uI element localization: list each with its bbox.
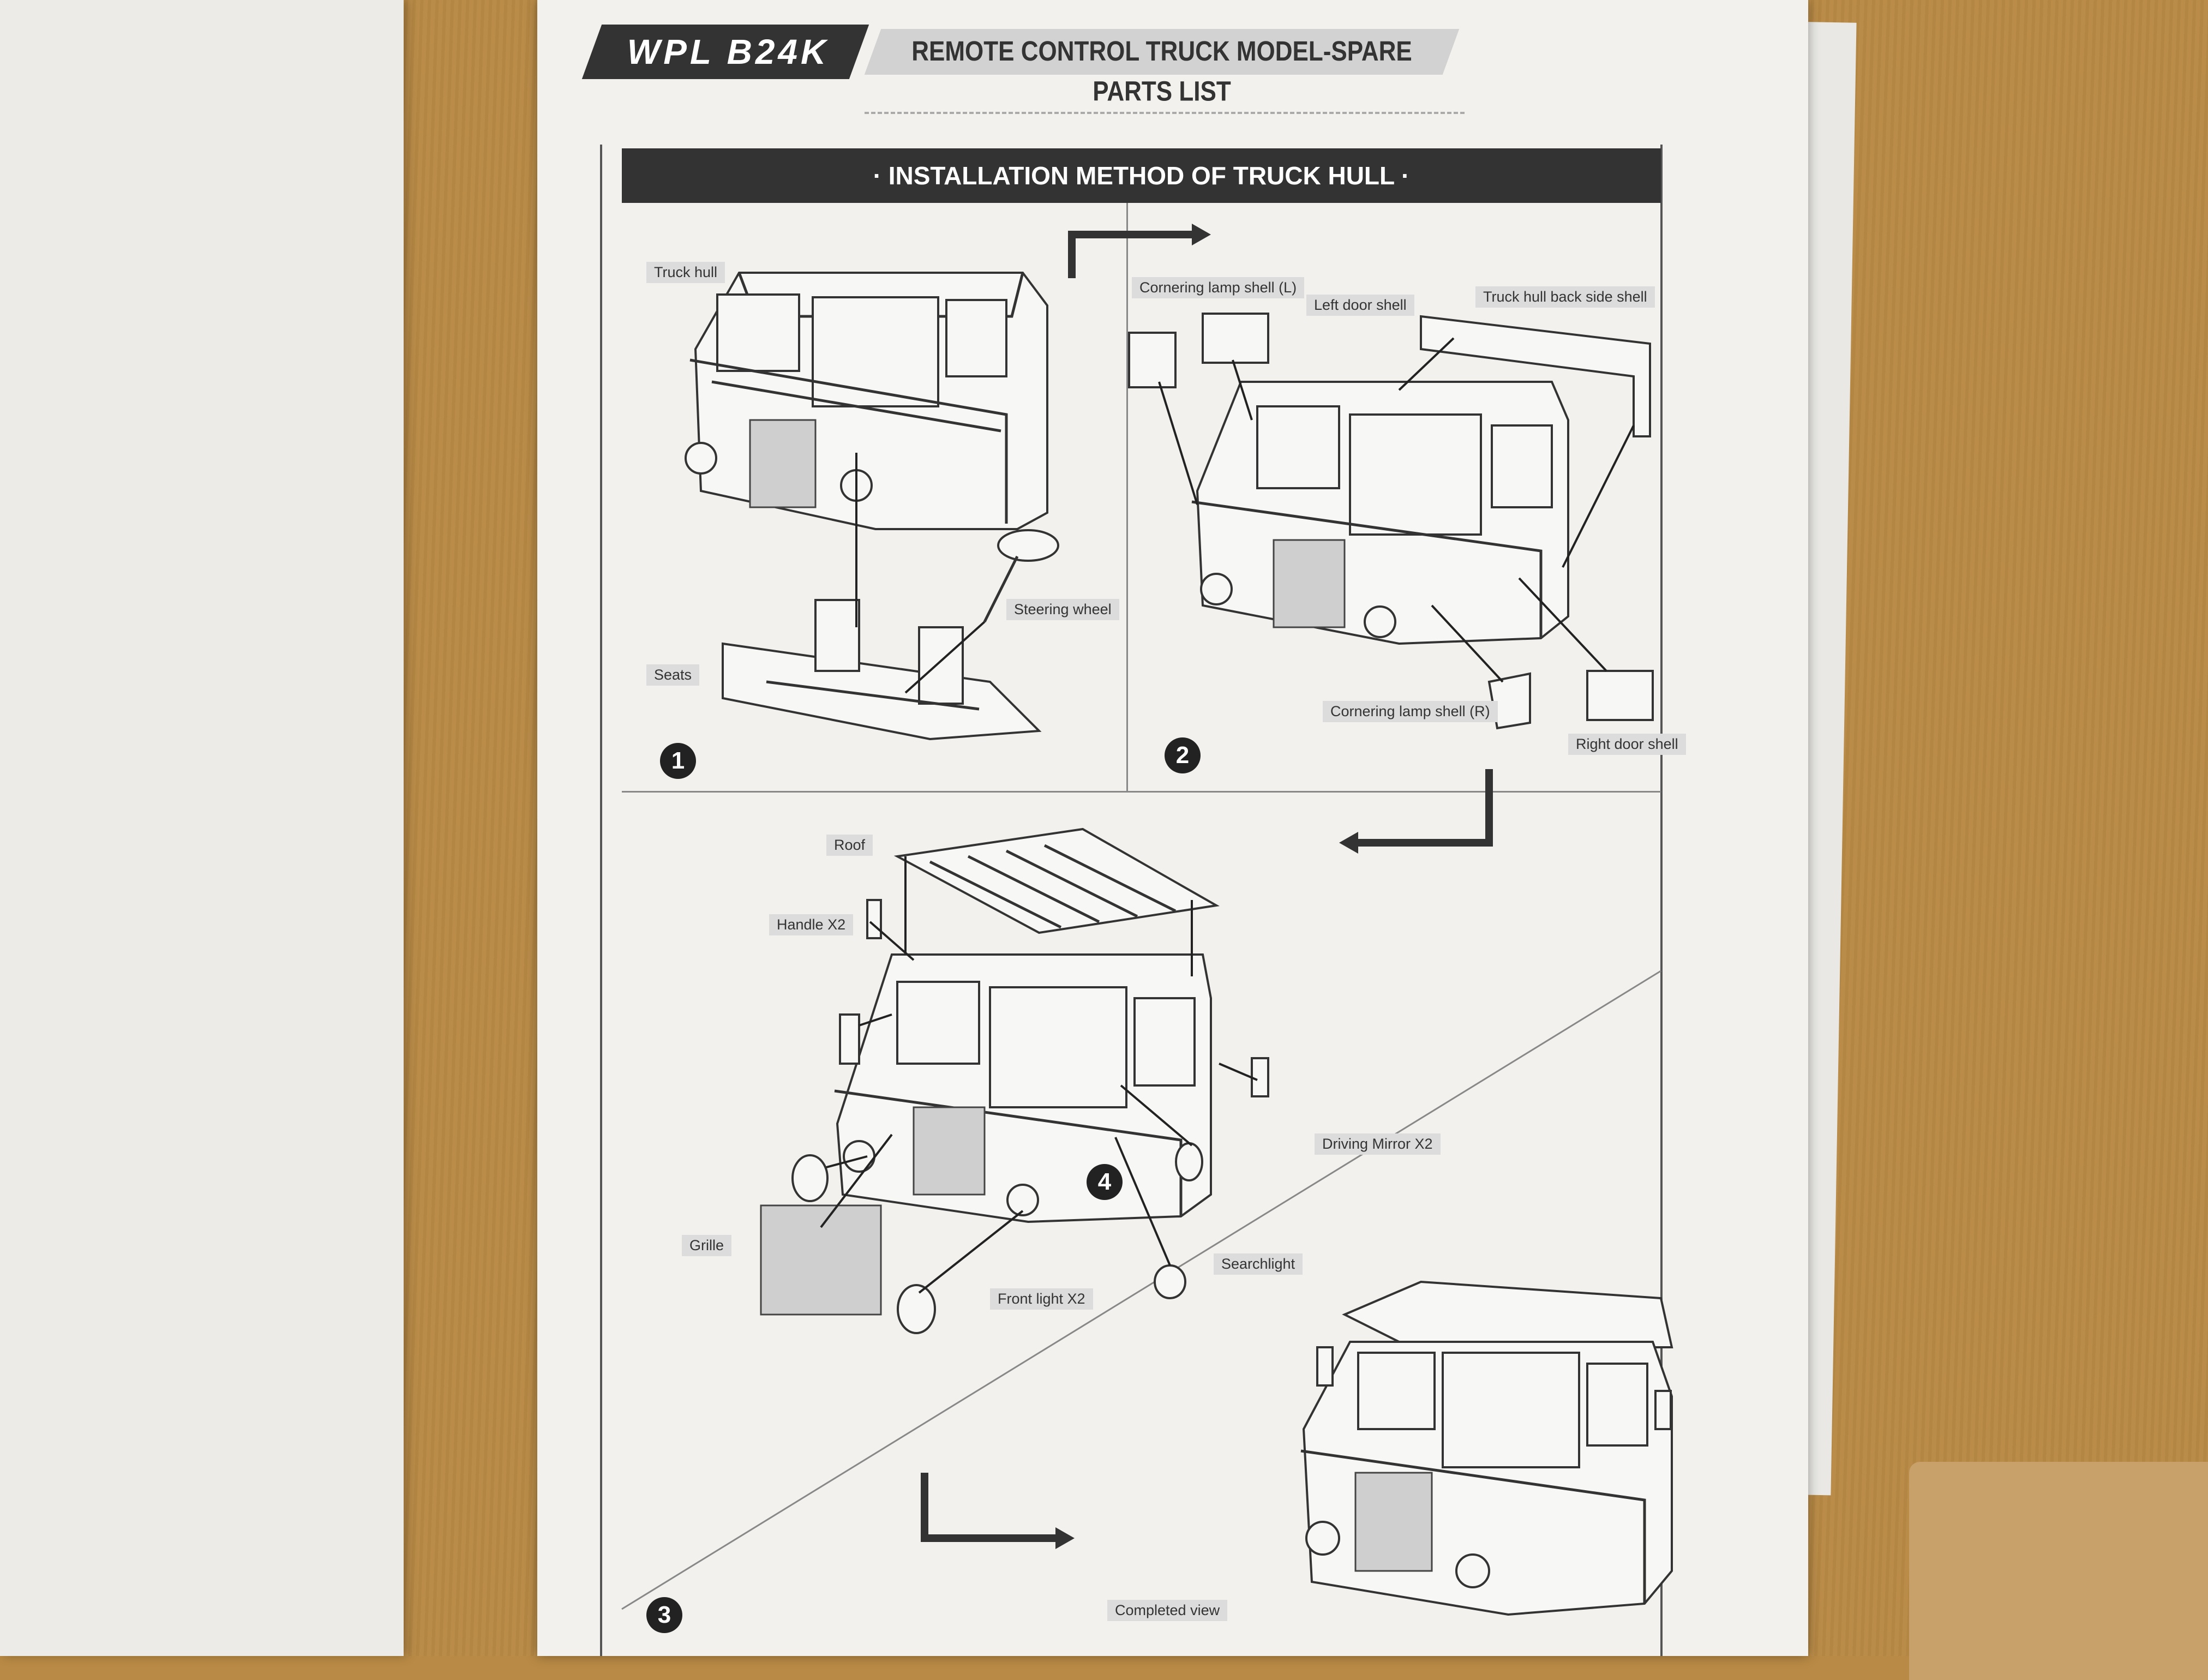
- step3-parts-drawing: [760, 899, 1269, 1334]
- label-cornering-lamp-r: Cornering lamp shell (R): [1323, 701, 1498, 722]
- pointer-handle-right: [1219, 1063, 1258, 1081]
- pointer-steering-to-seats: [904, 621, 986, 694]
- pointer-back-side: [1398, 337, 1455, 391]
- step2-parts-drawing: [1128, 313, 1654, 730]
- section-header: · INSTALLATION METHOD OF TRUCK HULL ·: [622, 148, 1661, 203]
- pointer-right-door: [1518, 577, 1607, 672]
- diagonal-divider: [621, 970, 1661, 1610]
- label-roof: Roof: [826, 835, 873, 856]
- panel-divider-horizontal: [622, 791, 1661, 793]
- page-header: WPL B24K REMOTE CONTROL TRUCK MODEL-SPAR…: [581, 25, 1460, 107]
- pointer-cornering-lamp-r: [1431, 604, 1504, 683]
- brand-name: WPL B24K: [627, 32, 830, 71]
- pointer-left-door: [1232, 359, 1253, 421]
- label-back-side: Truck hull back side shell: [1475, 286, 1655, 308]
- pointer-handle: [869, 921, 915, 961]
- pointer-handle-left: [859, 1013, 892, 1027]
- label-steering-wheel: Steering wheel: [1006, 599, 1119, 620]
- label-truck-hull: Truck hull: [646, 262, 725, 283]
- label-right-door: Right door shell: [1568, 734, 1686, 755]
- label-cornering-lamp-l: Cornering lamp shell (L): [1132, 277, 1305, 298]
- content-frame: [600, 145, 1663, 1656]
- label-grille: Grille: [682, 1235, 732, 1256]
- label-seats: Seats: [646, 664, 700, 686]
- panel-divider-vertical: [1126, 203, 1128, 792]
- truck-hull-step3-drawing: [834, 953, 1212, 1223]
- pointer-cornering-lamp-l: [1158, 381, 1198, 505]
- seats-drawing: [722, 599, 1042, 741]
- label-driving-mirror: Driving Mirror X2: [1315, 1133, 1441, 1155]
- cardboard-corner: [1909, 1462, 2208, 1680]
- label-left-door: Left door shell: [1306, 295, 1414, 316]
- pointer-front-light-right: [918, 1210, 1024, 1294]
- roof-drawing: [893, 827, 1220, 934]
- label-front-light: Front light X2: [990, 1288, 1093, 1310]
- truck-hull-step2-drawing: [1191, 381, 1569, 645]
- pointer-searchlight: [1114, 1137, 1171, 1266]
- steering-wheel-drawing: [983, 529, 1059, 623]
- completed-truck-drawing: [1300, 1280, 1673, 1616]
- assembly-drawings: [621, 224, 1673, 1616]
- step-number-3: 3: [646, 1597, 682, 1633]
- page-title: REMOTE CONTROL TRUCK MODEL-SPARE PARTS L…: [911, 36, 1412, 107]
- pointer-front-light-left: [826, 1155, 868, 1168]
- arrow-step2-to-step3: [1339, 769, 1493, 854]
- pointer-mirror: [1120, 1084, 1193, 1147]
- truck-hull-drawing: [685, 272, 1048, 530]
- arrow-step3-to-step4: [921, 1473, 1075, 1549]
- pointer-grille: [820, 1133, 893, 1228]
- section-title: · INSTALLATION METHOD OF TRUCK HULL ·: [873, 161, 1410, 190]
- step-number-4: 4: [1087, 1164, 1123, 1200]
- label-searchlight: Searchlight: [1214, 1253, 1303, 1275]
- step-number-1: 1: [660, 743, 696, 779]
- step-number-2: 2: [1165, 737, 1201, 773]
- instruction-page: WPL B24K REMOTE CONTROL TRUCK MODEL-SPAR…: [537, 0, 1808, 1656]
- blank-paper-left: [0, 0, 404, 1656]
- label-handle: Handle X2: [769, 914, 854, 935]
- label-completed-view: Completed view: [1107, 1600, 1228, 1621]
- arrow-step1-to-step2: [1068, 224, 1211, 278]
- pointer-back-side-2: [1562, 425, 1635, 568]
- header-dashed-divider: [865, 112, 1465, 114]
